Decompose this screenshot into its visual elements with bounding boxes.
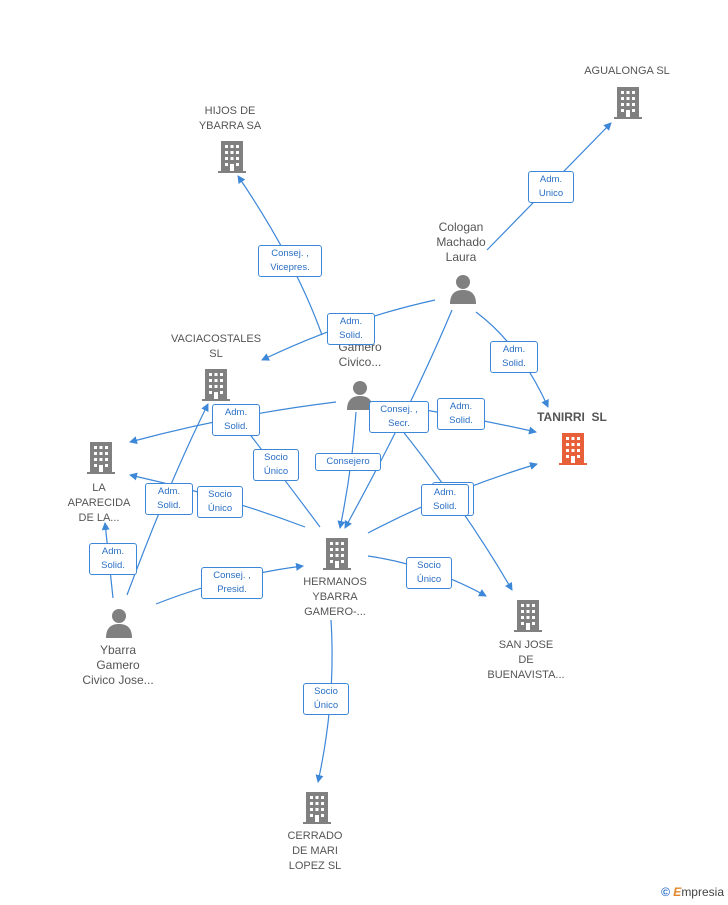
brand-e: E <box>673 885 682 899</box>
node-label-hermanos-ybarra[interactable]: HERMANOS YBARRA GAMERO-... <box>303 576 367 618</box>
person-icon[interactable] <box>106 609 132 638</box>
company-building-icon[interactable] <box>614 87 642 119</box>
edge-label-socio-unico[interactable]: Socio Único <box>406 557 452 589</box>
edge-label-adm-unico[interactable]: Adm. Unico <box>528 171 574 203</box>
edge-label-consej-vicepres[interactable]: Consej. , Vicepres. <box>258 245 322 277</box>
company-building-icon[interactable] <box>202 369 230 401</box>
node-label-tanirri[interactable]: TANIRRI SL <box>537 410 607 424</box>
edge-label-adm-solid[interactable]: Adm. Solid. <box>327 313 375 345</box>
company-building-icon[interactable] <box>323 538 351 570</box>
company-building-icon[interactable] <box>303 792 331 824</box>
edge-label-adm-solid[interactable]: Adm. Solid. <box>212 404 260 436</box>
edge-label-consejero[interactable]: Consejero <box>315 453 381 471</box>
node-label-agualonga[interactable]: AGUALONGA SL <box>584 65 670 77</box>
company-building-icon[interactable] <box>218 141 246 173</box>
company-building-icon[interactable] <box>514 600 542 632</box>
empresia-logo: © Empresia <box>661 885 724 899</box>
node-label-san-jose[interactable]: SAN JOSE DE BUENAVISTA... <box>487 639 565 681</box>
copyright-symbol: © <box>661 885 670 899</box>
edge-label-adm-solid[interactable]: Adm. Solid. <box>89 543 137 575</box>
company-building-icon[interactable] <box>87 442 115 474</box>
edge-label-socio-unico[interactable]: Socio Único <box>197 486 243 518</box>
brand-name: mpresia <box>681 885 724 899</box>
edge-label-adm-solid[interactable]: Adm. Solid. <box>490 341 538 373</box>
focus-company-building-icon[interactable] <box>559 433 587 465</box>
edge-label-socio-unico[interactable]: Socio Único <box>303 683 349 715</box>
node-label-cologan[interactable]: Cologan Machado Laura <box>436 220 486 264</box>
node-label-cerrado-de-mari[interactable]: CERRADO DE MARI LOPEZ SL <box>287 830 343 872</box>
edge-label-socio-unico[interactable]: Socio Único <box>253 449 299 481</box>
person-icon[interactable] <box>450 275 476 304</box>
edge-label-consej-secr[interactable]: Consej. , Secr. <box>369 401 429 433</box>
edge-label-adm-solid[interactable]: Adm. Solid. <box>437 398 485 430</box>
edge-label-consej-presid[interactable]: Consej. , Presid. <box>201 567 263 599</box>
node-label-ybarra-gamero[interactable]: Ybarra Gamero Civico Jose... <box>82 643 154 687</box>
edge-label-adm-solid[interactable]: Adm. Solid. <box>421 484 469 516</box>
edge-label-adm-solid[interactable]: Adm. Solid. <box>145 483 193 515</box>
node-label-la-aparecida[interactable]: LA APARECIDA DE LA... <box>67 482 131 524</box>
node-label-hijos-de-ybarra[interactable]: HIJOS DE YBARRA SA <box>198 105 262 132</box>
node-label-vaciacostales[interactable]: VACIACOSTALES SL <box>170 333 262 360</box>
